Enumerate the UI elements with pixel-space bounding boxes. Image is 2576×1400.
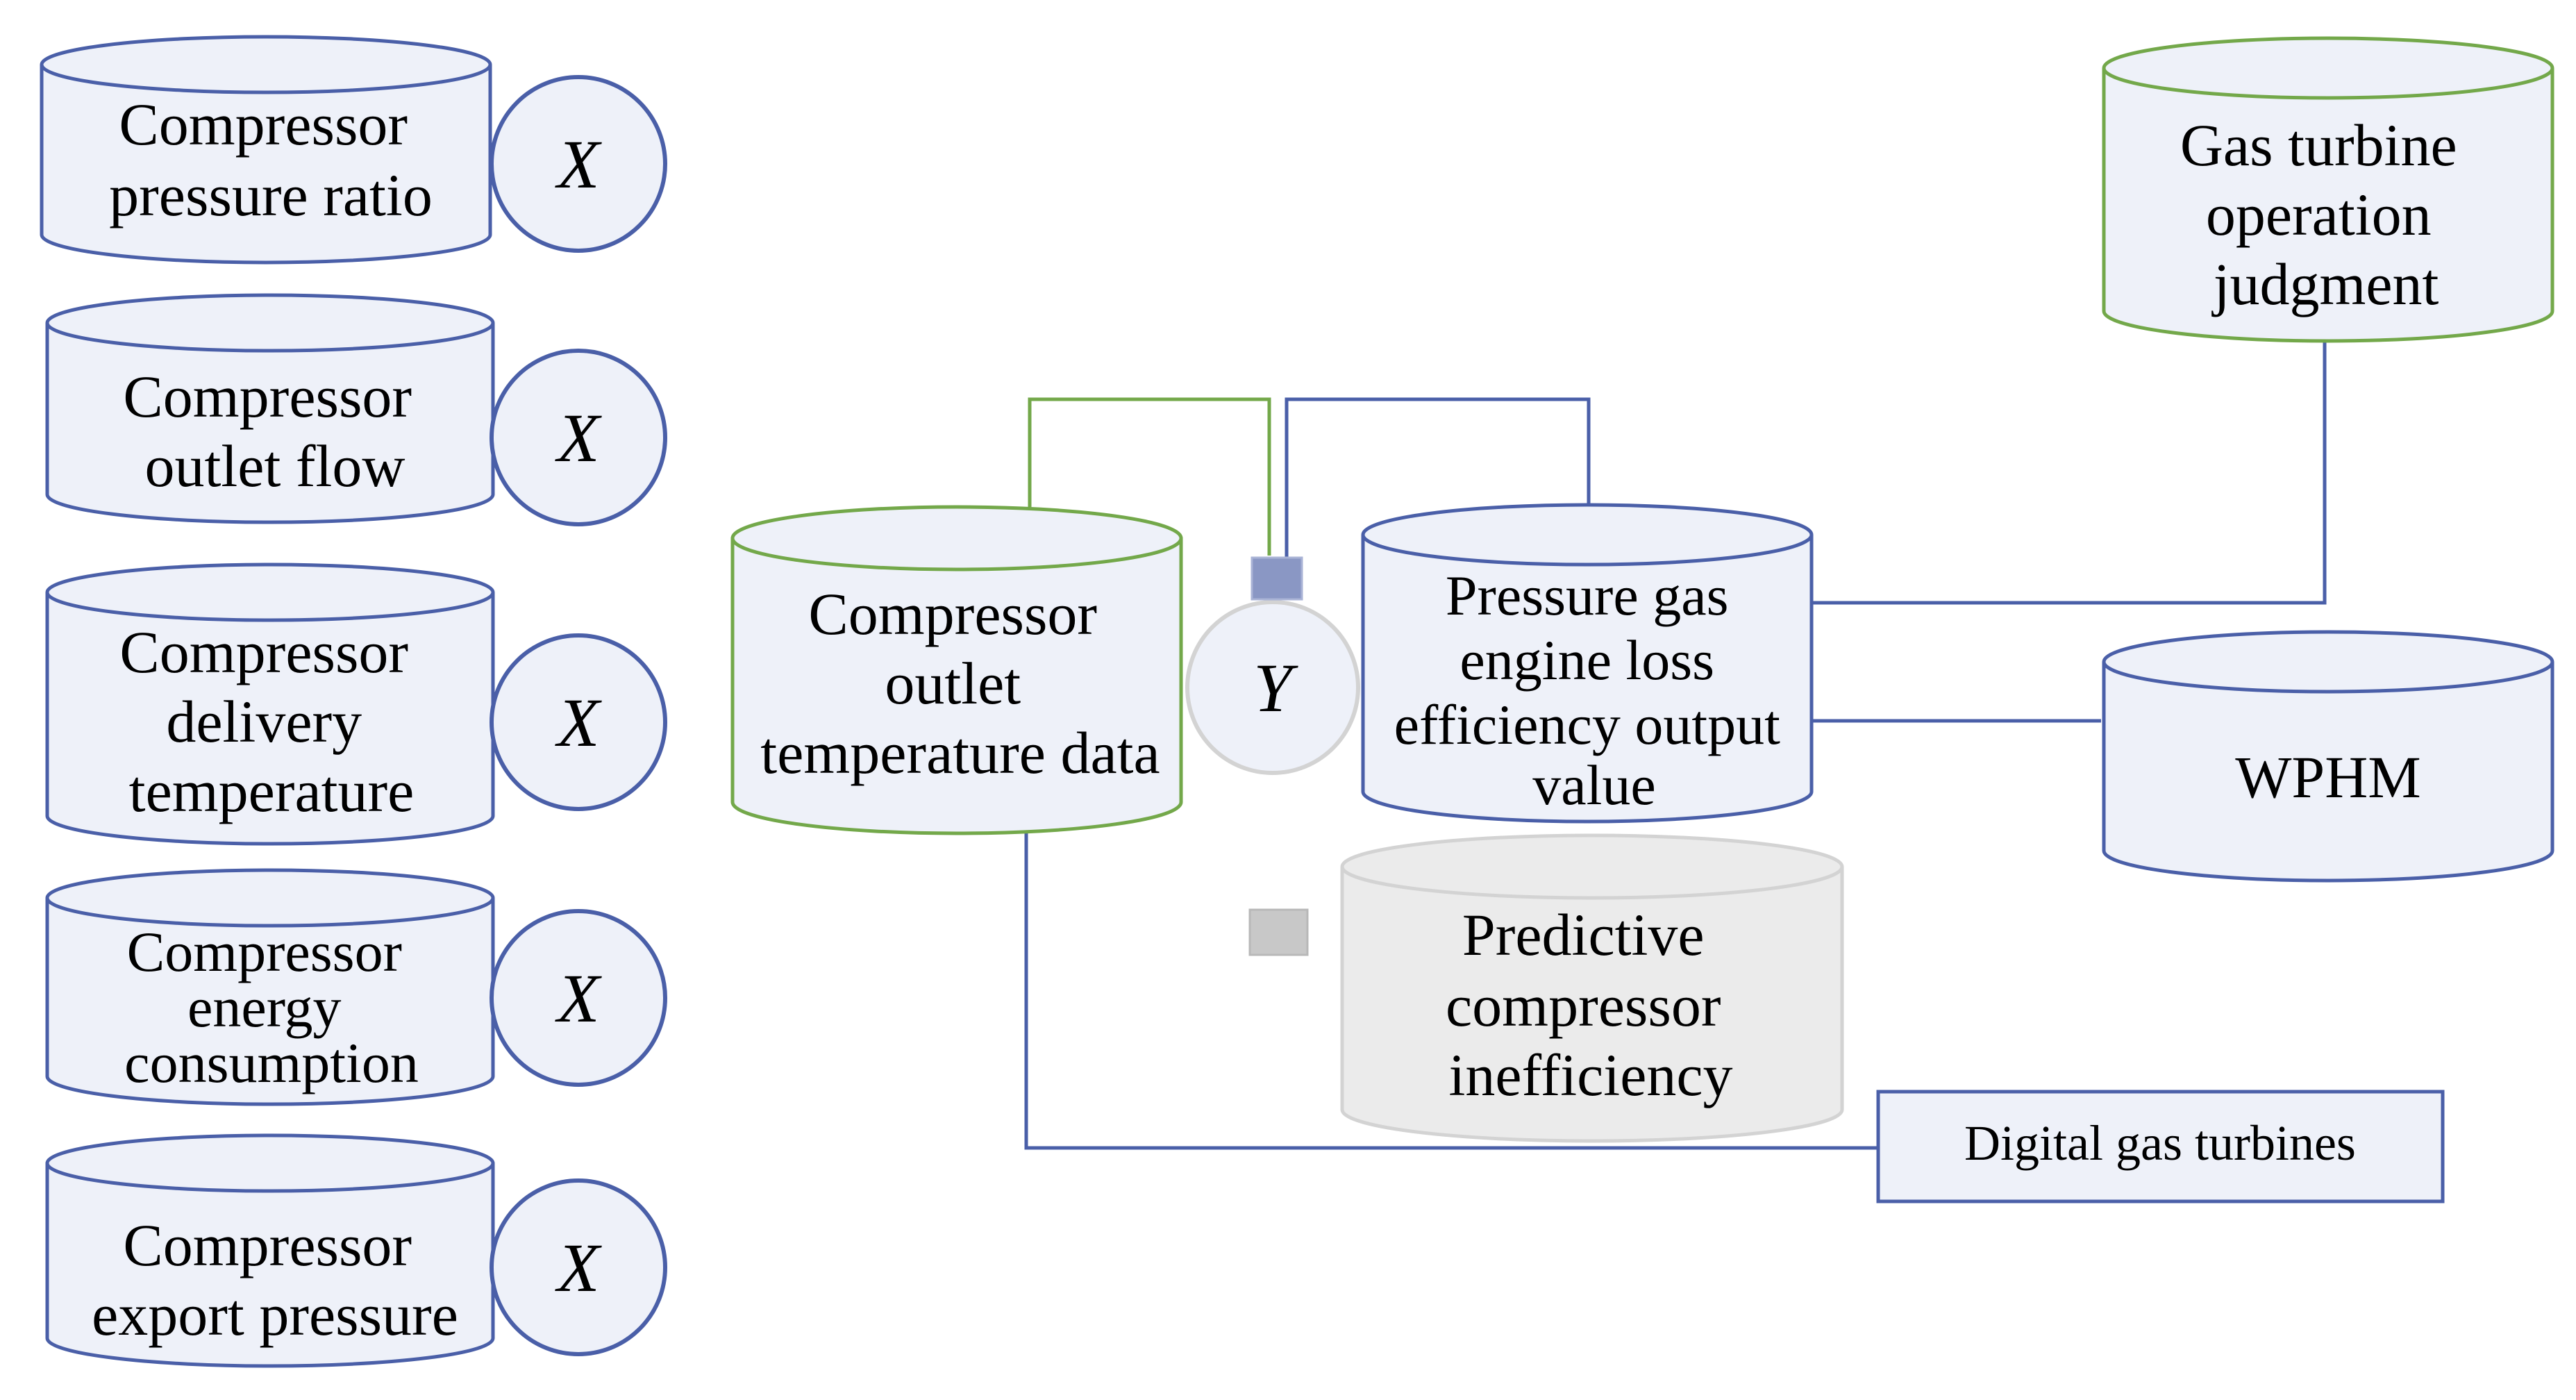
digital-label: Digital gas turbines (1964, 1115, 2356, 1171)
connectors (1024, 339, 2327, 1150)
node-loss-efficiency[interactable]: Pressure gas engine loss efficiency outp… (1361, 503, 1814, 824)
wphm-label: WPHM (2235, 744, 2421, 810)
x-node-label-export-pressure: X (554, 1229, 602, 1306)
connector-outlet-temp-to-digital (1024, 816, 1878, 1150)
node-outlet-temperature[interactable]: Compressor outlet temperature data (730, 505, 1183, 835)
node-y[interactable]: Y (1185, 556, 1360, 775)
connector-y-to-loss-efficiency (1285, 397, 1591, 569)
cylinder-delivery-temperature (45, 592, 495, 846)
input-energy-consumption[interactable]: Compressor energy consumption X (45, 868, 667, 1106)
cylinder-outlet-temperature (730, 538, 1183, 835)
node-judgment[interactable]: Gas turbine operation judgment (2102, 36, 2554, 343)
x-node-label-energy-consumption: X (554, 960, 602, 1037)
x-node-energy-consumption[interactable] (490, 909, 667, 1087)
cylinder-pressure-ratio (40, 65, 492, 265)
cylinder-export-pressure (45, 1163, 495, 1368)
input-outlet-flow[interactable]: Compressor outlet flow X (45, 293, 667, 526)
cylinder-top-judgment (2102, 36, 2554, 100)
x-node-label-delivery-temperature: X (554, 684, 602, 761)
y-node-circle[interactable] (1185, 600, 1360, 775)
input-label-outlet-flow: Compressor outlet flow (123, 363, 426, 499)
y-node-connector-square (1251, 556, 1303, 601)
connector-outlet-temp-to-y (1028, 397, 1271, 556)
cylinder-predictive (1340, 867, 1844, 1143)
cylinder-top-predictive (1340, 833, 1844, 900)
cylinder-top-energy-consumption (45, 868, 495, 928)
x-node-pressure-ratio[interactable] (490, 75, 667, 253)
x-node-label-pressure-ratio: X (554, 126, 602, 203)
cylinder-loss-efficiency (1361, 535, 1814, 824)
outlet-temperature-label: Compressor outlet temperature data (760, 581, 1160, 786)
cylinder-top-export-pressure (45, 1133, 495, 1193)
y-node-label: Y (1253, 649, 1298, 726)
node-digital-gas-turbines[interactable]: Digital gas turbines (1876, 1090, 2445, 1203)
node-wphm[interactable]: WPHM (2102, 630, 2554, 883)
cylinder-top-loss-efficiency (1361, 503, 1814, 567)
cylinder-top-outlet-temperature (730, 505, 1183, 572)
cylinder-top-outlet-flow (45, 293, 495, 353)
input-label-export-pressure: Compressor export pressure (92, 1212, 458, 1348)
judgment-label: Gas turbine operation judgment (2180, 112, 2472, 317)
cylinder-judgment (2102, 68, 2554, 343)
cylinder-wphm (2102, 662, 2554, 883)
input-label-delivery-temperature: Compressor delivery temperature (119, 619, 423, 824)
x-node-outlet-flow[interactable] (490, 349, 667, 526)
cylinder-top-wphm (2102, 630, 2554, 694)
x-node-export-pressure[interactable] (490, 1178, 667, 1356)
input-delivery-temperature[interactable]: Compressor delivery temperature X (45, 562, 667, 846)
digital-box[interactable] (1876, 1090, 2445, 1203)
cylinder-energy-consumption (45, 898, 495, 1106)
loss-efficiency-label: Pressure gas engine loss efficiency outp… (1394, 564, 1795, 817)
x-node-delivery-temperature[interactable] (490, 633, 667, 811)
cylinder-top-delivery-temperature (45, 562, 495, 622)
predictive-square (1248, 908, 1309, 956)
connector-loss-efficiency-to-judgment (1812, 339, 2327, 605)
input-column: Compressor pressure ratio X Compressor o… (40, 35, 667, 1368)
node-predictive[interactable]: Predictive compressor inefficiency (1248, 833, 1844, 1143)
predictive-label: Predictive compressor inefficiency (1446, 901, 1736, 1108)
input-export-pressure[interactable]: Compressor export pressure X (45, 1133, 667, 1368)
x-node-label-outlet-flow: X (554, 399, 602, 476)
input-label-pressure-ratio: Compressor pressure ratio (109, 91, 433, 228)
input-pressure-ratio[interactable]: Compressor pressure ratio X (40, 35, 667, 265)
cylinder-top-pressure-ratio (40, 35, 492, 94)
cylinder-outlet-flow (45, 323, 495, 524)
input-label-energy-consumption: Compressor energy consumption (124, 920, 419, 1094)
